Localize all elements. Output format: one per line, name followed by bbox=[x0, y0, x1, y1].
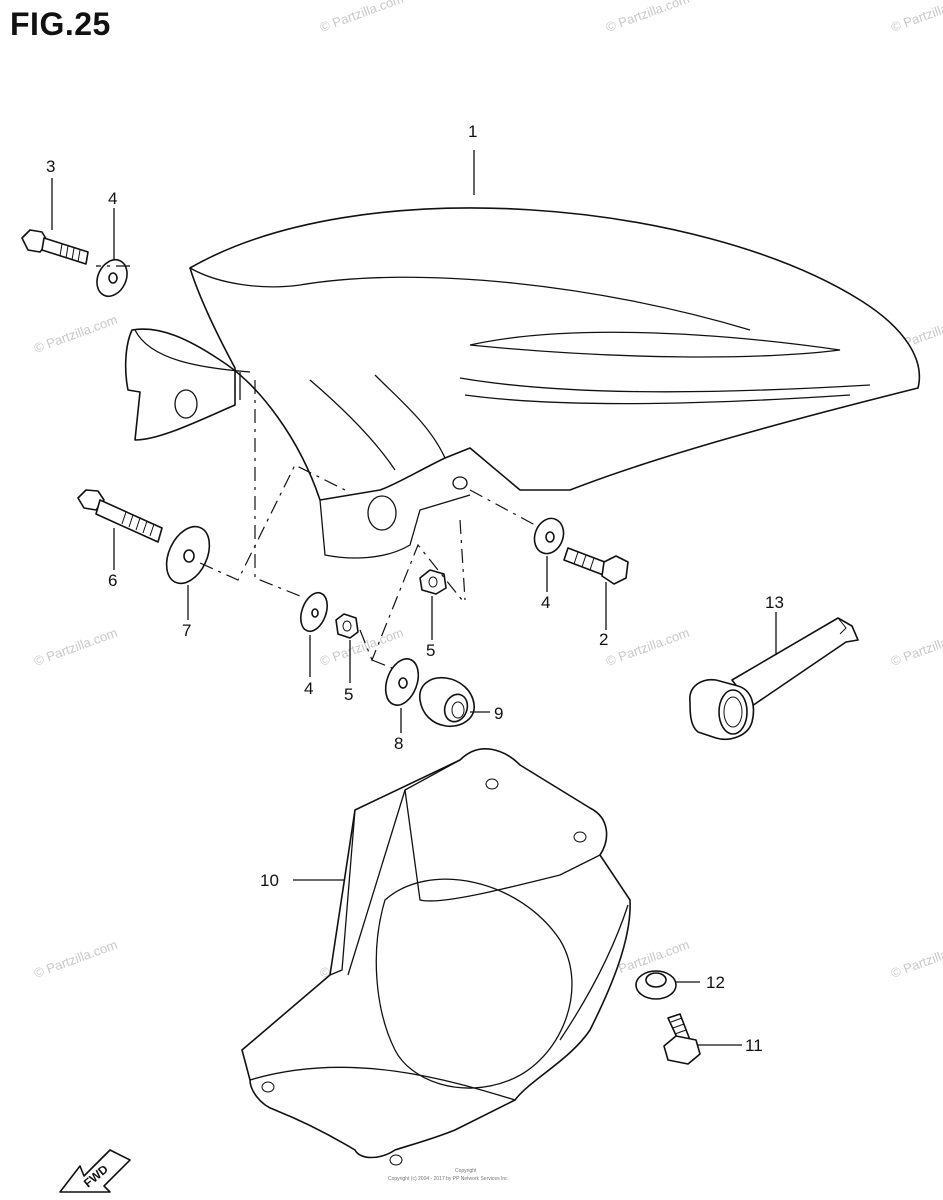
callout-11: 11 bbox=[745, 1036, 763, 1055]
watermark: © Partzilla.com bbox=[32, 312, 119, 356]
callout-5: 5 bbox=[344, 685, 353, 704]
callout-4: 4 bbox=[541, 593, 550, 612]
wrench-part-13[interactable] bbox=[689, 617, 859, 740]
bolt-part-3[interactable] bbox=[21, 229, 89, 265]
watermark: © Partzilla.com bbox=[318, 625, 405, 669]
washer-part-8[interactable] bbox=[380, 654, 425, 709]
washer-part-7[interactable] bbox=[158, 520, 218, 590]
collar-part-9[interactable] bbox=[419, 676, 475, 728]
callout-4: 4 bbox=[108, 189, 117, 208]
watermark: © Partzilla.com bbox=[889, 625, 943, 669]
figure-title: FIG.25 bbox=[10, 6, 111, 42]
callout-8: 8 bbox=[394, 734, 403, 753]
watermark: © Partzilla.com bbox=[32, 937, 119, 981]
nut-part-12[interactable] bbox=[635, 970, 677, 1000]
watermark: © Partzilla.com bbox=[604, 625, 691, 669]
cover-plate-part-10[interactable] bbox=[241, 748, 631, 1166]
callout-12: 12 bbox=[706, 973, 725, 992]
copyright-line2: Copyright (c) 2004 - 2017 by PP Network … bbox=[388, 1176, 509, 1182]
bolt-part-11[interactable] bbox=[663, 1013, 701, 1065]
callout-4: 4 bbox=[304, 679, 313, 698]
bolt-part-6[interactable] bbox=[77, 489, 163, 543]
watermark: © Partzilla.com bbox=[32, 625, 119, 669]
watermark: © Partzilla.com bbox=[889, 0, 943, 35]
washer-part-4[interactable] bbox=[91, 255, 132, 301]
nut-part-5[interactable] bbox=[335, 613, 359, 639]
callout-9: 9 bbox=[494, 704, 503, 723]
nut-part-5[interactable] bbox=[419, 569, 447, 595]
leader-lines bbox=[51, 150, 777, 1046]
watermark: © Partzilla.com bbox=[889, 937, 943, 981]
copyright-line1: Copyright bbox=[455, 1168, 477, 1174]
callout-5: 5 bbox=[426, 641, 435, 660]
callout-1: 1 bbox=[468, 122, 477, 141]
rear-fender-part[interactable] bbox=[124, 207, 921, 559]
watermark: © Partzilla.com bbox=[604, 0, 691, 35]
callout-13: 13 bbox=[765, 593, 784, 612]
washer-part-4[interactable] bbox=[296, 589, 332, 635]
copyright-notice: Copyright Copyright (c) 2004 - 2017 by P… bbox=[388, 1168, 509, 1182]
bolt-part-2[interactable] bbox=[563, 547, 629, 585]
callout-3: 3 bbox=[46, 157, 55, 176]
washer-part-4[interactable] bbox=[530, 514, 569, 557]
installation-lines bbox=[96, 265, 536, 669]
callout-2: 2 bbox=[599, 630, 608, 649]
watermark: © Partzilla.com bbox=[318, 0, 405, 35]
callout-6: 6 bbox=[108, 571, 117, 590]
forward-direction-arrow: FWD bbox=[59, 1149, 131, 1193]
callout-10: 10 bbox=[260, 871, 279, 890]
callout-7: 7 bbox=[182, 621, 191, 640]
callout-labels: 1 2 3 4 4 4 5 5 6 7 8 9 10 11 12 13 bbox=[46, 122, 784, 1055]
